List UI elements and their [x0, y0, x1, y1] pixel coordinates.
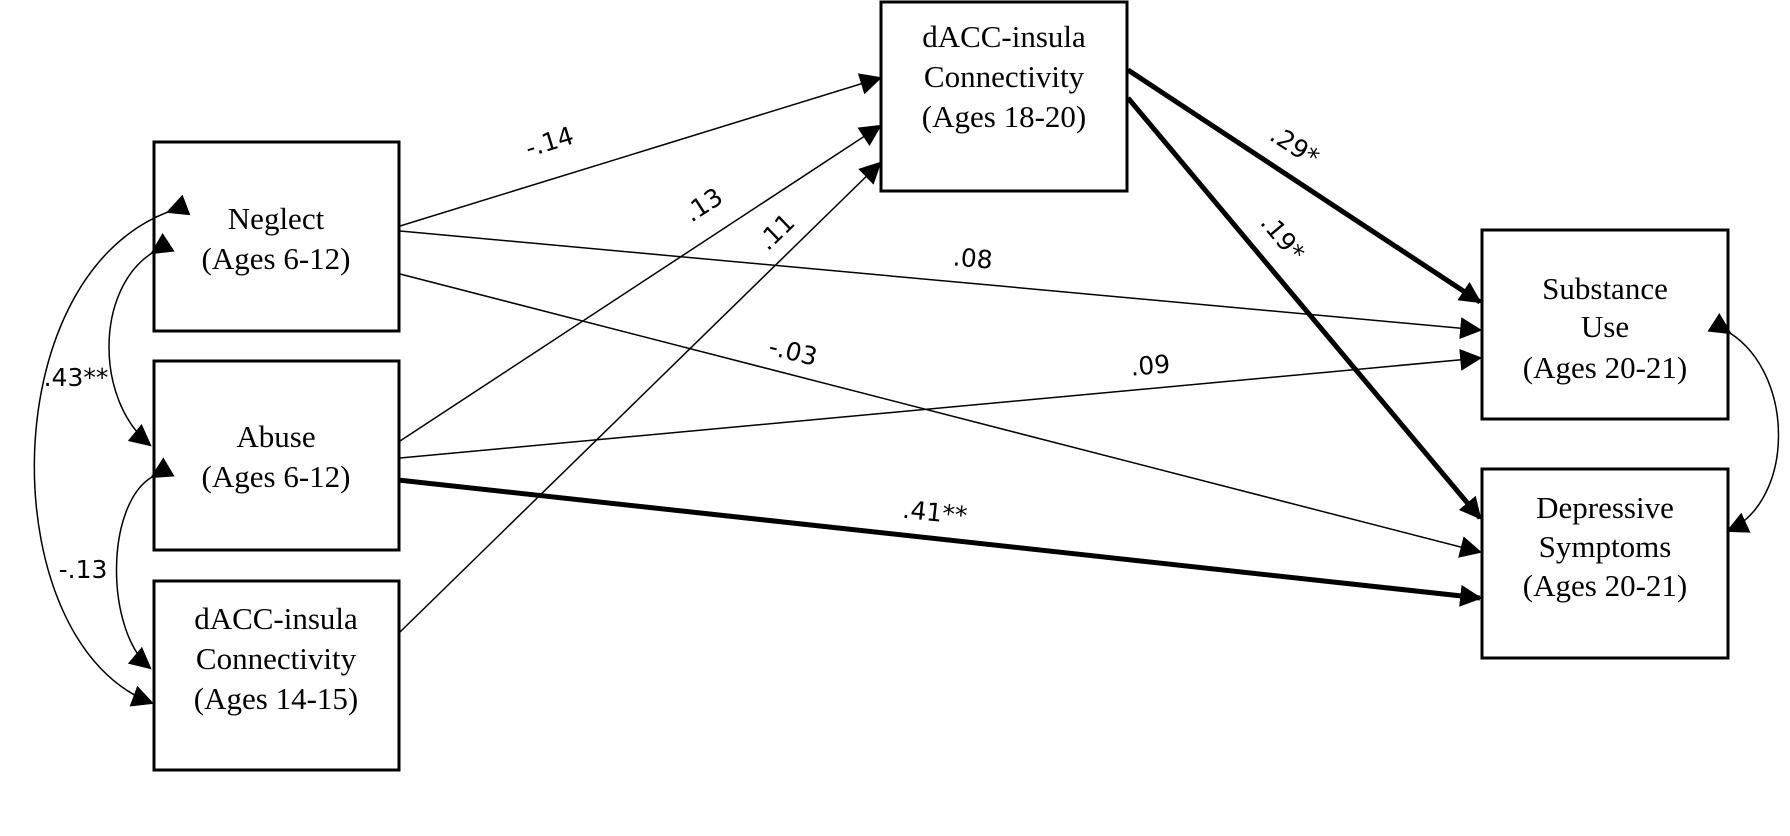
- path-neglect-to-substance: [399, 230, 1483, 340]
- node-abuse-line-1: Abuse: [236, 419, 315, 454]
- path-dacc-late-to-substance: [1126, 67, 1482, 305]
- coef-covariance-neglect-abuse: .43**: [44, 363, 109, 392]
- node-dacc-late-line-1: dACC-insula: [922, 19, 1086, 54]
- covariance-abuse-dacc-early: [115, 457, 175, 670]
- path-dacc-early-to-dacc-late: [399, 161, 882, 633]
- node-dacc-insula-ages-14-15: dACC-insula Connectivity (Ages 14-15): [152, 579, 401, 772]
- coef-covariance-abuse-dacc-early: -.13: [59, 555, 108, 584]
- node-depressive-line-1: Depressive: [1536, 490, 1674, 525]
- node-dacc-late-line-3: (Ages 18-20): [922, 99, 1086, 134]
- covariance-neglect-dacc-early: [33, 194, 191, 707]
- node-substance-line-1: Substance: [1542, 271, 1668, 306]
- node-dacc-late-line-2: Connectivity: [924, 59, 1085, 94]
- node-neglect-line-2: (Ages 6-12): [202, 241, 351, 276]
- node-depressive-line-3: (Ages 20-21): [1523, 568, 1687, 603]
- node-substance-line-2: Use: [1581, 309, 1629, 344]
- node-depressive-line-2: Symptoms: [1539, 529, 1672, 564]
- path-abuse-to-depressive: [397, 477, 1483, 607]
- node-dacc-early-line-2: Connectivity: [196, 641, 357, 676]
- path-dacc-late-to-depressive: [1126, 96, 1482, 520]
- covariance-neglect-abuse: [108, 232, 175, 447]
- node-dacc-early-line-3: (Ages 14-15): [194, 681, 358, 716]
- coef-neglect-to-dacc-late: -.14: [522, 121, 577, 163]
- node-depressive-symptoms: Depressive Symptoms (Ages 20-21): [1480, 467, 1730, 660]
- coef-neglect-to-depressive: -.03: [766, 332, 820, 372]
- path-abuse-to-dacc-late: [399, 124, 882, 442]
- coef-abuse-to-depressive: .41**: [901, 495, 968, 531]
- coef-abuse-to-substance: .09: [1129, 349, 1171, 381]
- coef-neglect-to-substance: .08: [952, 242, 994, 274]
- node-abuse: Abuse (Ages 6-12): [152, 359, 401, 552]
- node-abuse-line-2: (Ages 6-12): [202, 459, 351, 494]
- node-dacc-insula-ages-18-20: dACC-insula Connectivity (Ages 18-20): [879, 0, 1129, 193]
- node-dacc-early-line-1: dACC-insula: [194, 601, 358, 636]
- node-substance-use: Substance Use (Ages 20-21): [1480, 228, 1730, 421]
- node-neglect: Neglect (Ages 6-12): [152, 140, 401, 333]
- node-neglect-line-1: Neglect: [228, 201, 325, 236]
- covariance-substance-depressive: [1707, 313, 1780, 533]
- path-neglect-to-dacc-late: [399, 73, 883, 227]
- path-abuse-to-substance: [399, 348, 1483, 459]
- path-neglect-to-depressive: [399, 273, 1483, 558]
- node-substance-line-3: (Ages 20-21): [1523, 350, 1687, 385]
- coef-abuse-to-dacc-late: .13: [679, 182, 728, 228]
